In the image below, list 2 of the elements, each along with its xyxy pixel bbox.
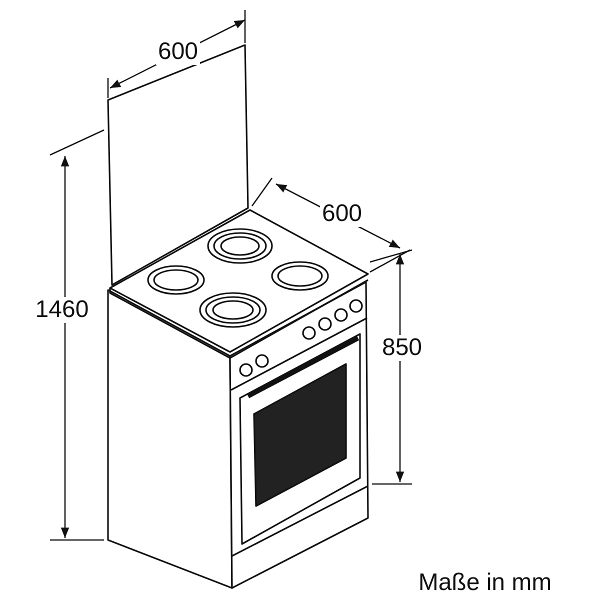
dimension-value: 600	[156, 39, 200, 65]
dimension-value: 600	[320, 201, 364, 227]
